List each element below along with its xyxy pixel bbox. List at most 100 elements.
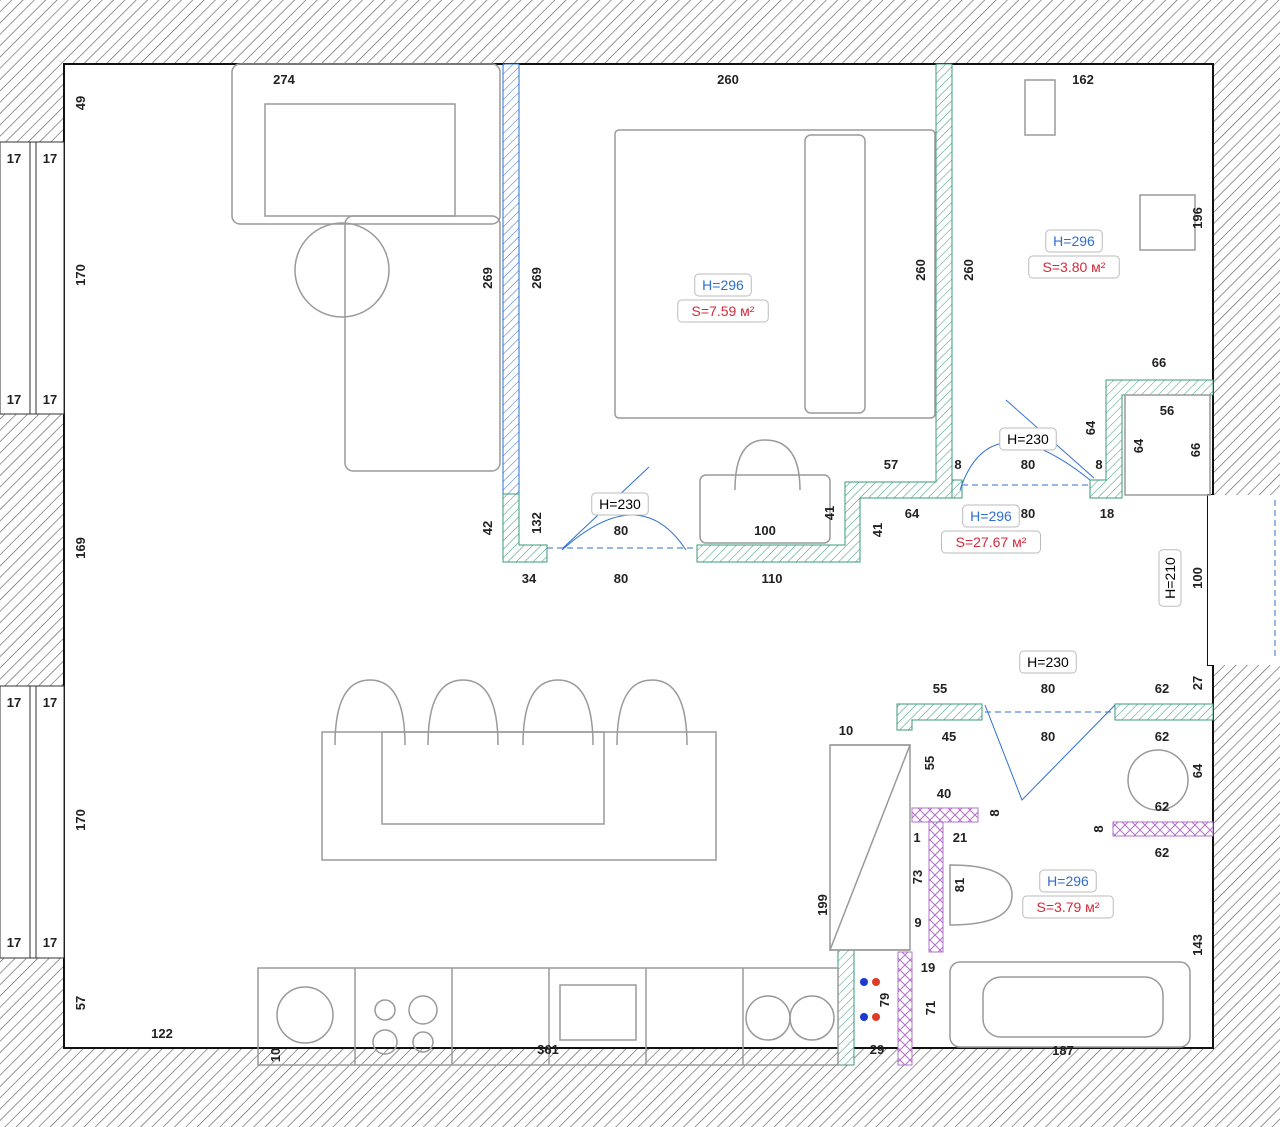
- door-height-tag: H=230: [999, 427, 1057, 451]
- dimension-label: 49: [73, 96, 88, 110]
- dimension-label: 64: [1131, 438, 1146, 453]
- dimension-label: 8: [1095, 457, 1102, 472]
- dimension-label: 40: [937, 786, 951, 801]
- dimension-label: 62: [1155, 729, 1169, 744]
- dimension-label: 80: [1021, 506, 1035, 521]
- svg-text:H=296: H=296: [1053, 233, 1095, 249]
- svg-text:H=230: H=230: [1007, 431, 1049, 447]
- dimension-label: 17: [43, 695, 57, 710]
- dimension-label: 274: [273, 72, 295, 87]
- svg-text:H=296: H=296: [702, 277, 744, 293]
- dimension-label: 269: [480, 267, 495, 289]
- dimension-label: 260: [717, 72, 739, 87]
- dimension-label: 162: [1072, 72, 1094, 87]
- dimension-label: 56: [1160, 403, 1174, 418]
- dimension-label: 17: [43, 151, 57, 166]
- dimension-label: 64: [1083, 420, 1098, 435]
- dimension-label: 79: [877, 993, 892, 1007]
- dimension-label: 100: [754, 523, 776, 538]
- dimension-label: 27: [1190, 676, 1205, 690]
- dimension-label: 8: [987, 809, 1002, 816]
- room-height-tag: H=296: [694, 273, 752, 297]
- svg-text:S=3.79 м²: S=3.79 м²: [1037, 899, 1100, 915]
- dimension-label: 10: [268, 1048, 283, 1062]
- door-height-tag: H=230: [1019, 650, 1077, 674]
- dimension-label: 17: [7, 392, 21, 407]
- svg-text:H=230: H=230: [599, 496, 641, 512]
- dimension-label: 55: [933, 681, 947, 696]
- svg-text:S=27.67 м²: S=27.67 м²: [956, 534, 1027, 550]
- dimension-label: 80: [1021, 457, 1035, 472]
- dimension-label: 62: [1155, 681, 1169, 696]
- dimension-label: 80: [1041, 681, 1055, 696]
- dimension-label: 8: [954, 457, 961, 472]
- dimension-label: 199: [815, 894, 830, 916]
- dimension-label: 64: [1190, 763, 1205, 778]
- dimension-label: 62: [1155, 845, 1169, 860]
- dimension-label: 110: [762, 571, 783, 586]
- dimension-label: 41: [870, 523, 885, 537]
- dimension-label: 269: [529, 267, 544, 289]
- doors: [547, 399, 1276, 801]
- dimension-label: 260: [961, 259, 976, 281]
- dimension-label: 100: [1190, 567, 1205, 589]
- svg-text:S=7.59 м²: S=7.59 м²: [692, 303, 755, 319]
- dimension-label: 55: [922, 756, 937, 770]
- dimension-label: 187: [1052, 1043, 1074, 1058]
- dimension-label: 122: [151, 1026, 173, 1041]
- dimension-label: 17: [7, 935, 21, 950]
- door-height-tag: H=210: [1158, 549, 1182, 607]
- dimension-label: 170: [73, 264, 88, 286]
- svg-text:H=296: H=296: [970, 508, 1012, 524]
- dimension-label: 143: [1190, 934, 1205, 956]
- room-height-tag: H=296: [1039, 869, 1097, 893]
- svg-text:S=3.80 м²: S=3.80 м²: [1043, 259, 1106, 275]
- dimension-label: 80: [614, 571, 628, 586]
- dimension-label: 42: [480, 521, 495, 535]
- room-area-tag: S=27.67 м²: [941, 530, 1041, 554]
- dimension-label: 64: [905, 506, 920, 521]
- windows: [0, 141, 65, 959]
- svg-text:H=230: H=230: [1027, 654, 1069, 670]
- dimension-label: 45: [942, 729, 956, 744]
- dimension-label: 57: [884, 457, 898, 472]
- partitions: [502, 63, 1214, 1066]
- svg-text:H=210: H=210: [1162, 557, 1178, 599]
- dimension-label: 1: [913, 830, 920, 845]
- room-height-tag: H=296: [962, 504, 1020, 528]
- dimension-label: 9: [914, 915, 921, 930]
- dimension-label: 196: [1190, 207, 1205, 229]
- dimension-label: 169: [73, 537, 88, 559]
- dimension-label: 66: [1188, 443, 1203, 457]
- dimension-label: 17: [7, 151, 21, 166]
- dimension-label: 17: [7, 695, 21, 710]
- dimension-label: 66: [1152, 355, 1166, 370]
- dimension-label: 361: [537, 1042, 559, 1057]
- dimension-label: 170: [73, 809, 88, 831]
- furniture: [231, 63, 1211, 1066]
- room-area-tag: S=3.80 м²: [1028, 255, 1120, 279]
- dimension-label: 132: [529, 512, 544, 534]
- dimension-label: 17: [43, 935, 57, 950]
- dimension-label: 18: [1100, 506, 1114, 521]
- dimension-label: 71: [923, 1001, 938, 1015]
- dimension-label: 62: [1155, 799, 1169, 814]
- dimension-label: 260: [913, 259, 928, 281]
- dimension-label: 73: [910, 870, 925, 884]
- dimension-label: 34: [522, 571, 537, 586]
- dimension-label: 41: [822, 506, 837, 520]
- dimension-label: 17: [43, 392, 57, 407]
- dimension-label: 21: [953, 830, 967, 845]
- dimension-label: 81: [952, 878, 967, 892]
- dimension-label: 29: [870, 1042, 884, 1057]
- dimension-label: 80: [614, 523, 628, 538]
- dimension-label: 19: [921, 960, 935, 975]
- dimension-label: 8: [1091, 825, 1106, 832]
- door-height-tag: H=230: [591, 492, 649, 516]
- room-area-tag: S=3.79 м²: [1022, 895, 1114, 919]
- dimension-label: 10: [839, 723, 853, 738]
- dimension-label: 80: [1041, 729, 1055, 744]
